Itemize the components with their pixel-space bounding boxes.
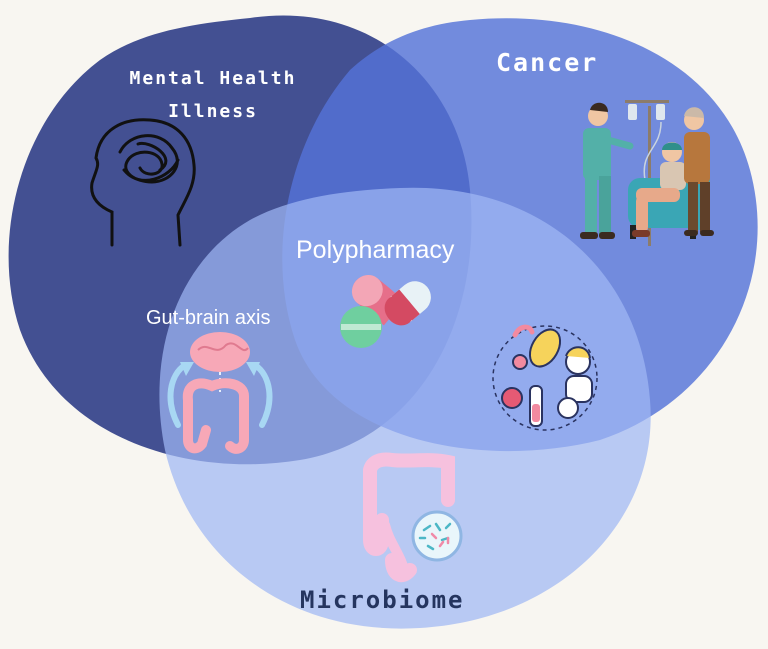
head-tangled-thoughts-icon <box>90 118 196 247</box>
gut-brain-axis-label: Gut-brain axis <box>146 307 271 329</box>
polypharmacy-label: Polypharmacy <box>296 236 455 264</box>
microbiome-circle <box>159 187 651 629</box>
cancer-label: Cancer <box>496 48 599 77</box>
chemotherapy-scene-icon <box>580 100 714 246</box>
gut-brain-icon <box>167 332 273 454</box>
mental-health-label: Mental Health Illness <box>129 68 297 122</box>
intestine-microbes-icon <box>363 452 463 583</box>
microbiome-lab-icon <box>492 324 598 431</box>
pills-icon <box>340 274 431 348</box>
microbiome-label: Microbiome <box>300 586 465 614</box>
